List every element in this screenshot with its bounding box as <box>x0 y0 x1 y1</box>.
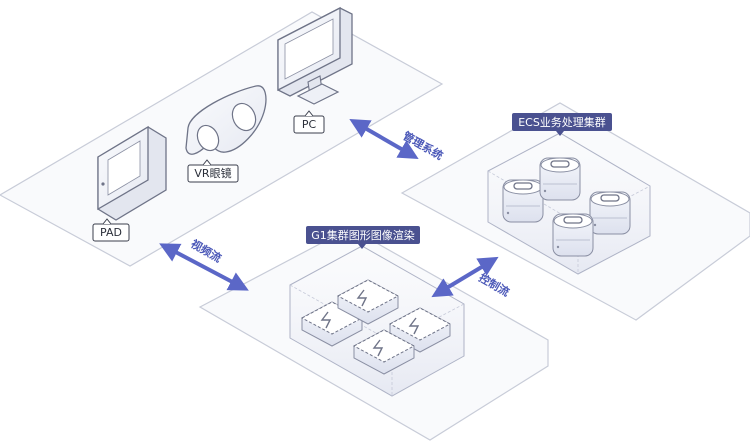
pc-label: PC <box>293 110 325 134</box>
vr-label: VR眼镜 <box>187 159 239 183</box>
pad-device <box>97 125 167 221</box>
g1-tag: G1集群图形图像渲染 <box>306 226 420 249</box>
ecs-tag-text: ECS业务处理集群 <box>518 115 606 129</box>
vr-text: VR眼镜 <box>194 166 231 180</box>
ecs-server-2 <box>539 157 581 201</box>
g1-gpu-2 <box>336 279 400 325</box>
video-flow-arrow: 视频流 <box>159 236 249 291</box>
g1-tag-text: G1集群图形图像渲染 <box>311 228 415 242</box>
pc-device <box>277 6 353 105</box>
g1-gpu-4 <box>352 329 416 375</box>
ecs-server-3 <box>589 191 631 235</box>
ecs-server-4 <box>552 213 594 257</box>
pad-text: PAD <box>100 226 122 239</box>
control-flow-label: 控制流 <box>477 270 513 299</box>
pad-label: PAD <box>92 218 130 242</box>
ecs-server-1 <box>502 179 544 223</box>
management-flow-label: 管理系统 <box>401 128 446 162</box>
ecs-tag: ECS业务处理集群 <box>512 113 612 136</box>
management-flow-arrow: 管理系统 <box>349 119 446 163</box>
pc-text: PC <box>302 118 317 131</box>
vr-glasses-device <box>185 85 267 155</box>
